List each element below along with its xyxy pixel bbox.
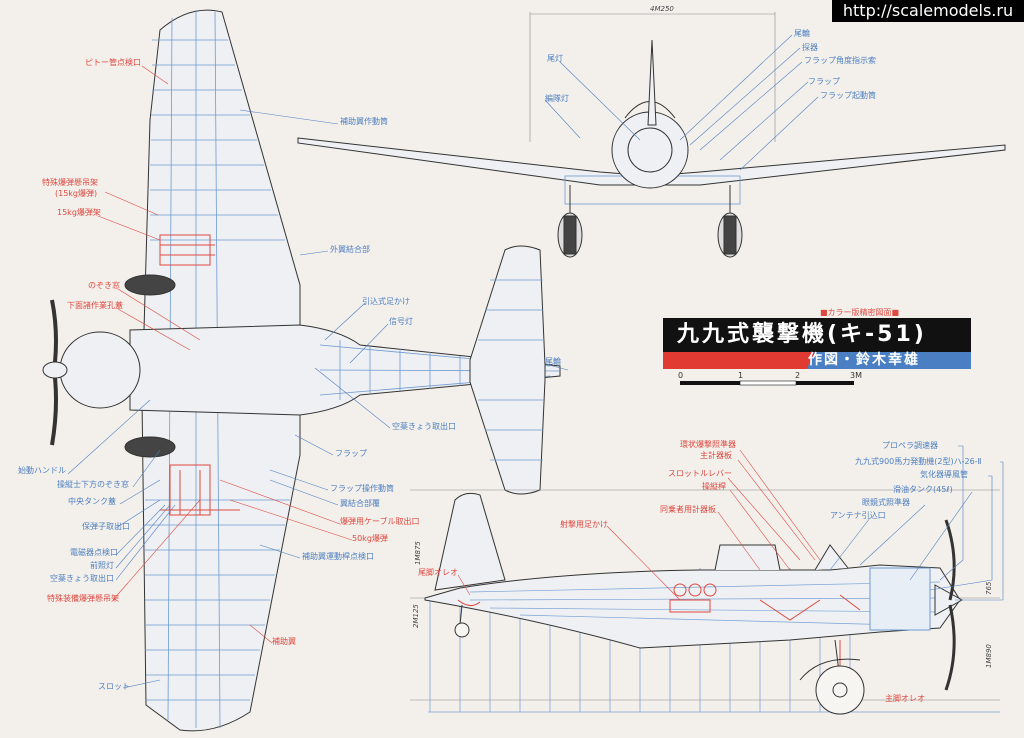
label-flap-actuator-front: フラップ起動筒 [820,91,876,100]
label-aileron-rod-inspection: 補助翼運動桿点検口 [302,552,374,561]
plan-horizontal-stabilizer [469,245,546,495]
label-control-stick: 操縦桿 [702,482,726,491]
label-slot: スロット [98,682,130,691]
label-link-ejection: 保弾子取出口 [82,522,130,531]
label-carburetor-intake: 気化器導風管 [920,470,968,479]
scale-bar [680,380,854,386]
label-tail-oleo: 尾脚オレオ [418,568,458,577]
label-formation-light: 編隊灯 [545,94,569,103]
label-flap-actuator: フラップ操作動筒 [330,484,394,493]
plan-view [42,9,561,732]
label-special-equipment-rack: 特殊装備爆弾懸吊架 [47,594,119,603]
label-special-bomb-rack: 特殊爆弾懸吊架 [42,178,98,187]
label-casing-ejection: 空薬きょう取出口 [50,574,114,583]
label-observer-instrument-panel: 同乗者用計器板 [660,505,716,514]
label-starting-handle: 始動ハンドル [18,466,66,475]
leader-lines [67,34,1004,689]
side-fuselage [424,564,961,649]
front-fin [647,39,657,126]
label-antenna-lead-in: アンテナ引込口 [830,511,886,520]
side-view [410,489,1000,715]
label-main-instrument-panel: 主計器板 [700,451,732,460]
side-engine [869,567,931,631]
label-15kg-bomb: (15kg爆弾) [55,189,98,198]
label-magneto-inspection: 電磁器点検口 [70,548,118,557]
label-pitot-inspection: ピトー管点検口 [85,58,141,67]
dimension-span: 4M250 [650,5,674,13]
dimension-fuselage-height: 2M125 [412,604,420,628]
label-ring-bombsight: 環状爆撃照準器 [680,440,736,449]
label-telescopic-sight: 眼鏡式照準器 [862,498,910,507]
drawing-title: 九九式襲撃機(キ-51) [663,318,971,352]
front-view [297,12,1006,258]
label-50kg-bomb: 50kg爆弾 [352,534,388,543]
side-main-wheel [815,665,865,715]
label-tail-wheel-front: 尾輪 [794,29,810,38]
label-flap-indicator-cable: フラップ角度指示索 [804,56,876,65]
label-gunner-footrest: 射撃用足かけ [560,520,608,529]
side-fin [434,492,506,591]
plan-cowling [59,331,141,409]
plan-wheel-top [124,274,176,296]
scale-tick-2: 2 [795,371,801,380]
side-canopy [714,544,849,571]
label-bomb-cable-outlet: 爆弾用ケーブル取出口 [340,517,420,526]
scale-tick-0: 0 [678,371,684,380]
side-tail-wheel [454,622,470,638]
plan-spinner [42,361,68,379]
label-throttle-lever: スロットルレバー [668,469,732,478]
plan-fuselage-grid [319,340,561,400]
label-engine: 九九式900馬力発動機(2型)ハ-26-Ⅱ [855,457,982,466]
label-aileron: 補助翼 [272,637,296,646]
label-pilot-lower-window: 操縦士下方のぞき窓 [57,480,129,489]
label-aileron-actuator: 補助翼作動筒 [340,117,388,126]
side-propeller [944,519,956,691]
author-bar: 作図・鈴木幸雄 [663,352,971,369]
label-propeller-governor: プロペラ調速器 [882,441,938,450]
label-probe: 探器 [802,43,818,52]
watermark-url: http://scalemodels.ru [832,0,1024,22]
plan-bomb-racks [159,234,240,516]
label-tail-wheel-plan: 尾輪 [545,357,561,366]
label-casing-ejection-2: 空薬きょう取出口 [392,422,456,431]
plan-wheel-bottom [124,436,176,458]
scale-tick-3m: 3M [850,371,862,380]
dimension-nose-height: 765 [985,581,993,595]
label-oil-tank: 滑油タンク(45ℓ) [893,485,953,494]
plan-propeller [50,299,58,446]
author-credit: 作図・鈴木幸雄 [808,352,920,368]
label-tail-light: 尾灯 [547,54,563,63]
label-view-window: のぞき窓 [88,281,120,290]
label-flap-front: フラップ [808,77,840,86]
label-main-gear-oleo: 主脚オレオ [885,694,925,703]
scale-tick-1: 1 [738,371,744,380]
color-plate-kicker: ■カラー版精密図面■ [820,308,900,317]
dimension-fin-height: 1M875 [414,541,422,565]
label-access-panels: 下面諸作業孔蓋 [67,301,123,310]
label-15kg-bomb-rack: 15kg爆弾架 [57,208,101,217]
dimension-gear-height: 1M890 [985,644,993,668]
label-headlight: 前照灯 [90,561,114,570]
label-retractable-step: 引込式足かけ [362,297,410,306]
label-wing-joint-cover: 翼結合部覆 [340,499,380,508]
side-spinner [934,584,964,616]
label-flap: フラップ [335,449,367,458]
label-signal-light: 信号灯 [389,317,413,326]
label-outer-wing-joint: 外翼結合部 [330,245,370,254]
label-center-tank-cap: 中央タンク蓋 [68,497,116,506]
title-block: ■カラー版精密図面■ 九九式襲撃機(キ-51) 作図・鈴木幸雄 [663,308,971,369]
